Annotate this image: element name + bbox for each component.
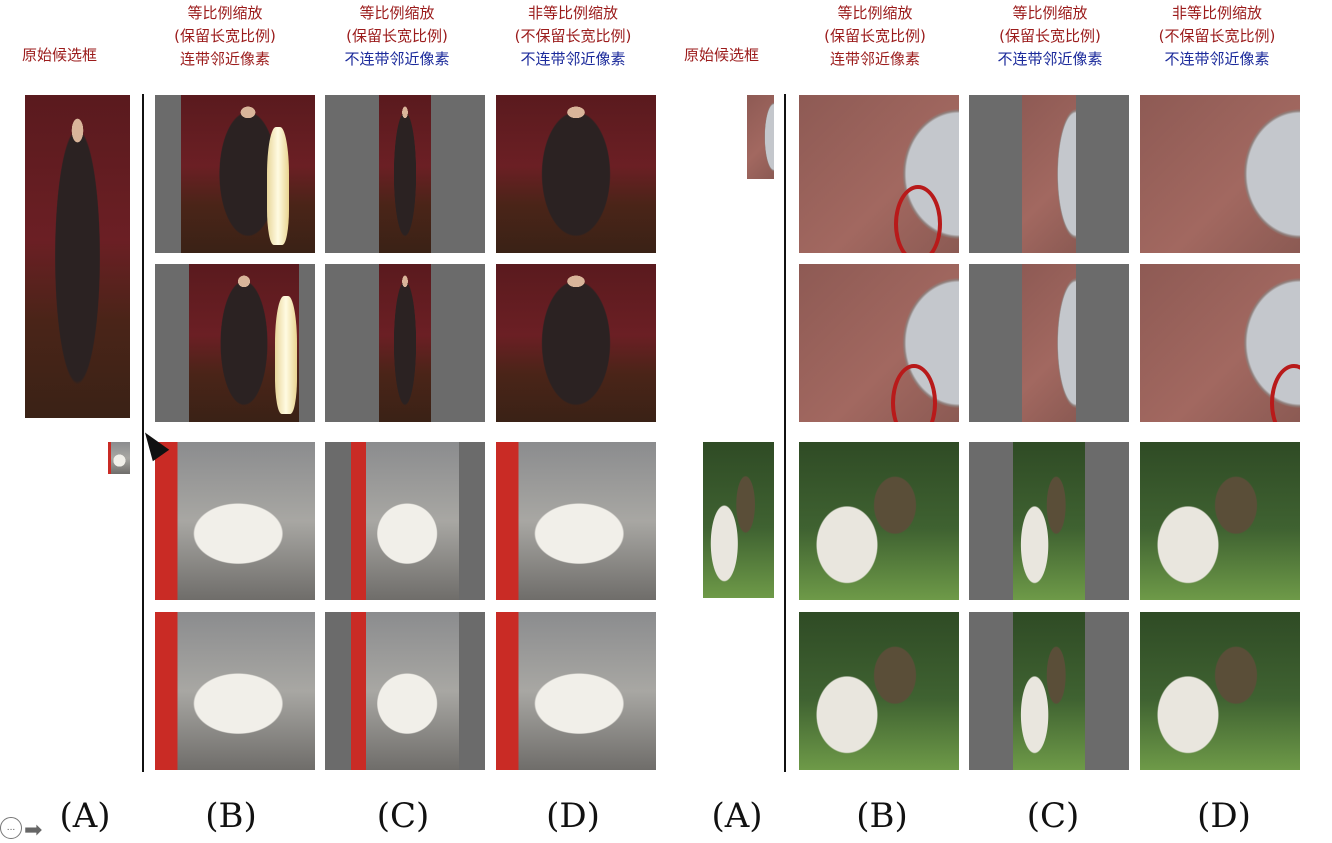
left-r4-d xyxy=(496,612,656,770)
header-right-b-line2: (保留长宽比例) xyxy=(824,27,926,45)
label-right-d: (D) xyxy=(1197,796,1251,836)
label-left-a: (A) xyxy=(59,796,111,836)
divider-left xyxy=(142,94,144,772)
right-r2-c xyxy=(969,264,1129,422)
bike-wheel xyxy=(894,185,942,253)
header-left-c-line1: 等比例缩放 xyxy=(359,4,435,22)
left-r4-c-image xyxy=(351,612,459,770)
divider-right xyxy=(784,94,786,772)
right-r4-c-image xyxy=(1013,612,1085,770)
left-r1-c xyxy=(325,95,485,253)
orig-title-left: 原始候选框 xyxy=(22,46,98,64)
label-left-b: (B) xyxy=(205,796,257,836)
menu-dots-icon[interactable]: ... xyxy=(0,817,22,839)
header-right-b-line1: 等比例缩放 xyxy=(837,4,913,22)
left-r4-c xyxy=(325,612,485,770)
orig-crop-person xyxy=(25,95,130,418)
right-r2-b xyxy=(799,264,959,422)
left-r2-c xyxy=(325,264,485,422)
header-left-b-line3: 连带邻近像素 xyxy=(179,50,270,68)
header-right-c-line3: 不连带邻近像素 xyxy=(997,50,1103,68)
right-r4-d xyxy=(1140,612,1300,770)
left-r2-b xyxy=(155,264,315,422)
label-right-c: (C) xyxy=(1026,796,1080,836)
header-right-d-line1: 非等比例缩放 xyxy=(1171,4,1262,22)
label-left-c: (C) xyxy=(376,796,430,836)
header-right-c-line1: 等比例缩放 xyxy=(1012,4,1088,22)
right-r3-c xyxy=(969,442,1129,600)
left-r2-c-image xyxy=(379,264,431,422)
left-r3-d xyxy=(496,442,656,600)
left-r1-c-image xyxy=(379,95,431,253)
header-left-d-line1: 非等比例缩放 xyxy=(527,4,618,22)
lamp-shape xyxy=(267,126,290,246)
header-right-d-line3: 不连带邻近像素 xyxy=(1164,50,1270,68)
label-right-b: (B) xyxy=(856,796,908,836)
left-r1-b xyxy=(155,95,315,253)
orig-crop-horse xyxy=(703,442,774,598)
right-r3-c-image xyxy=(1013,442,1085,600)
header-left-c-line3: 不连带邻近像素 xyxy=(344,50,450,68)
right-r3-b xyxy=(799,442,959,600)
header-left-d: 非等比例缩放 (不保留长宽比例) 不连带邻近像素 xyxy=(488,2,658,71)
left-r3-b xyxy=(155,442,315,600)
label-right-a: (A) xyxy=(711,796,763,836)
left-r3-c-image xyxy=(351,442,459,600)
left-r3-c xyxy=(325,442,485,600)
right-r4-c xyxy=(969,612,1129,770)
left-r2-d xyxy=(496,264,656,422)
orig-title-right: 原始候选框 xyxy=(684,46,760,64)
header-right-c: 等比例缩放 (保留长宽比例) 不连带邻近像素 xyxy=(970,2,1130,71)
header-left-d-line3: 不连带邻近像素 xyxy=(520,50,626,68)
right-r4-b xyxy=(799,612,959,770)
left-r1-b-image xyxy=(181,95,315,253)
left-r1-d xyxy=(496,95,656,253)
orig-crop-bike xyxy=(747,95,774,179)
right-r1-c xyxy=(969,95,1129,253)
header-left-b-line2: (保留长宽比例) xyxy=(174,27,276,45)
next-arrow-icon[interactable]: ➡ xyxy=(24,818,43,843)
right-r1-d xyxy=(1140,95,1300,253)
right-r1-c-image xyxy=(1022,95,1076,253)
label-left-d: (D) xyxy=(546,796,600,836)
bike-wheel xyxy=(891,364,937,422)
header-left-b: 等比例缩放 (保留长宽比例) 连带邻近像素 xyxy=(150,2,300,71)
header-right-b: 等比例缩放 (保留长宽比例) 连带邻近像素 xyxy=(800,2,950,71)
orig-crop-van xyxy=(108,442,130,474)
header-left-d-line2: (不保留长宽比例) xyxy=(514,27,632,45)
right-r1-b xyxy=(799,95,959,253)
header-left-b-line1: 等比例缩放 xyxy=(187,4,263,22)
lamp-shape xyxy=(275,295,298,415)
header-left-c-line2: (保留长宽比例) xyxy=(346,27,448,45)
right-r2-d xyxy=(1140,264,1300,422)
header-right-d-line2: (不保留长宽比例) xyxy=(1158,27,1276,45)
header-right-b-line3: 连带邻近像素 xyxy=(829,50,920,68)
right-r3-d xyxy=(1140,442,1300,600)
header-left-c: 等比例缩放 (保留长宽比例) 不连带邻近像素 xyxy=(322,2,472,71)
bike-wheel xyxy=(1270,364,1300,422)
right-r2-c-image xyxy=(1022,264,1076,422)
left-r4-b xyxy=(155,612,315,770)
header-right-d: 非等比例缩放 (不保留长宽比例) 不连带邻近像素 xyxy=(1132,2,1302,71)
header-right-c-line2: (保留长宽比例) xyxy=(999,27,1101,45)
